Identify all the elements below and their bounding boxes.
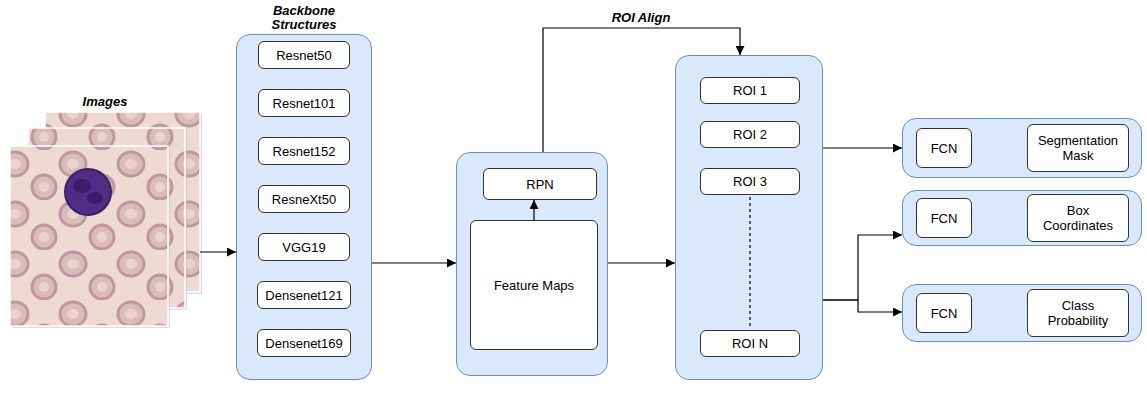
- box-label: ROI 1: [733, 83, 767, 98]
- arrow-connector: [823, 235, 902, 300]
- box-label: Densenet169: [265, 336, 342, 351]
- box-label: Box Coordinates: [1034, 203, 1122, 233]
- box-label: ROI 2: [733, 127, 767, 142]
- output-box: Box Coordinates: [1027, 194, 1129, 242]
- backbone-box: Resnet50: [258, 41, 350, 69]
- output-box: Segmentation Mask: [1027, 124, 1129, 172]
- roi-group: ROI 1 ROI 2 ROI 3 ROI N: [675, 55, 823, 380]
- backbone-box: ResneXt50: [258, 185, 350, 213]
- roi-box: ROI 2: [700, 121, 800, 148]
- arrow-connector: [823, 147, 902, 148]
- box-label: Densenet121: [265, 288, 342, 303]
- box-label: Resnet50: [276, 48, 332, 63]
- fcn-box: FCN: [916, 198, 972, 238]
- box-label: VGG19: [282, 240, 325, 255]
- feature-map-box: Feature Maps: [470, 220, 598, 350]
- box-label: ROI 3: [733, 174, 767, 189]
- head-group: FCN Class Probability: [902, 284, 1142, 342]
- arrow-connector: [608, 262, 675, 263]
- roi-box: ROI N: [700, 330, 800, 357]
- box-label: RPN: [526, 177, 553, 192]
- backbone-box: Densenet169: [257, 329, 350, 357]
- cell-nucleus: [73, 179, 91, 193]
- cell-image-front: [10, 146, 170, 328]
- box-label: Feature Maps: [494, 278, 574, 293]
- rpn-box: RPN: [483, 168, 597, 200]
- box-label: ROI N: [732, 336, 768, 351]
- feature-group: RPN Feature Maps: [456, 152, 608, 376]
- fcn-box: FCN: [916, 293, 972, 333]
- backbone-box: Densenet121: [257, 281, 350, 309]
- box-label: ResneXt50: [272, 192, 336, 207]
- arrow-connector: [823, 300, 902, 312]
- box-label: Resnet101: [273, 96, 336, 111]
- edge-label-wrap: ROI Align: [612, 11, 671, 25]
- box-label: FCN: [931, 141, 958, 156]
- backbone-box: VGG19: [258, 233, 350, 261]
- fcn-box: FCN: [916, 128, 972, 168]
- head-group: FCN Segmentation Mask: [902, 118, 1142, 178]
- image-stack: Images: [10, 112, 200, 328]
- backbone-group: Resnet50Resnet101Resnet152ResneXt50VGG19…: [236, 34, 372, 380]
- output-box: Class Probability: [1027, 289, 1129, 337]
- backbone-box: Resnet152: [258, 137, 350, 165]
- heading: Backbone Structures: [252, 4, 356, 32]
- arrow-connector: [372, 262, 456, 263]
- edge-label: ROI Align: [612, 11, 671, 25]
- head-group: FCN Box Coordinates: [902, 190, 1142, 246]
- cell-nucleus: [87, 192, 103, 204]
- backbone-box: Resnet101: [258, 89, 350, 117]
- box-label: FCN: [931, 211, 958, 226]
- box-label: Class Probability: [1034, 298, 1122, 328]
- roi-box: ROI 3: [700, 168, 800, 195]
- heading-wrap: Backbone Structures: [252, 4, 356, 32]
- heading: Images: [53, 95, 157, 109]
- white-blood-cell: [65, 169, 111, 215]
- arrow-connector: [200, 251, 236, 252]
- box-label: FCN: [931, 306, 958, 321]
- box-label: Resnet152: [273, 144, 336, 159]
- box-label: Segmentation Mask: [1034, 133, 1122, 163]
- heading-wrap: Images: [53, 95, 157, 109]
- roi-box: ROI 1: [700, 77, 800, 104]
